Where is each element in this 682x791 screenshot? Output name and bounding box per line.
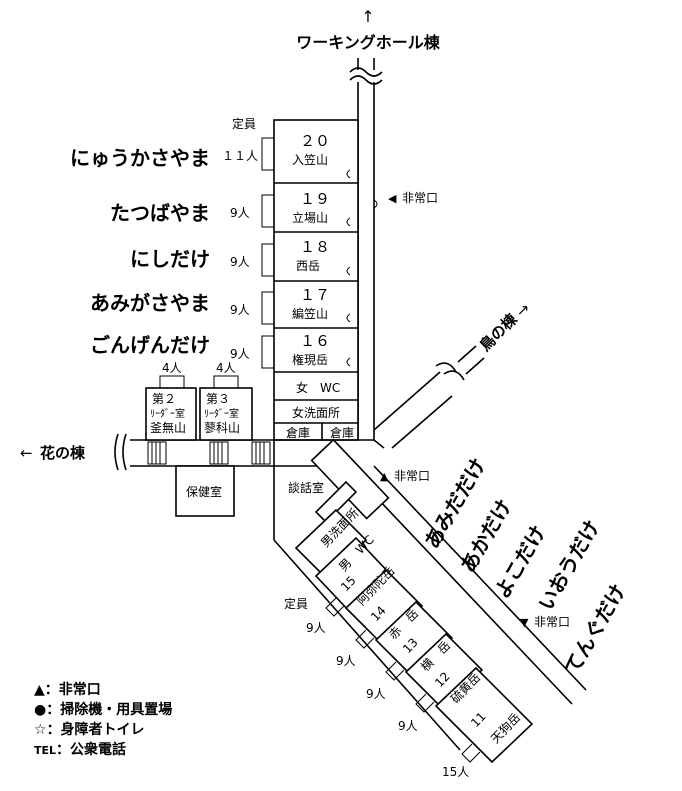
group-19: たつばやま (110, 201, 210, 225)
bird-wing-arrow: → (512, 299, 534, 321)
storage-1: 倉庫 (286, 425, 310, 440)
diagonal-corridor (359, 465, 587, 705)
room-17-capacity: 9人 (230, 303, 250, 317)
room-18-capacity: 9人 (230, 255, 250, 269)
legend-accessible-toilet: ☆：身障者トイレ (34, 722, 145, 738)
group-11: てんぐだけ (560, 580, 631, 679)
room-19-number: １９ (300, 190, 330, 208)
exit-label-3: 非常口 (534, 615, 570, 629)
room-16-name: 権現岳 (292, 352, 328, 367)
leader-3-name: 蓼科山 (204, 421, 240, 435)
dot-icon: ● (34, 702, 47, 718)
room-17-name: 編笠山 (292, 306, 328, 321)
exit-label-1: 非常口 (402, 191, 438, 205)
leader-2-name: 釜無山 (150, 420, 186, 435)
women-wc: 女 WC (296, 380, 340, 395)
exit-label-2: 非常口 (394, 469, 430, 483)
capacity-header-bottom: 定員 (284, 596, 308, 611)
storage-2: 倉庫 (330, 425, 354, 440)
room-20-number: ２０ (300, 132, 330, 150)
room-17-number: １７ (300, 286, 330, 304)
room-14-capacity: 9人 (306, 621, 326, 635)
bird-wing-label: 鳥の棟 (476, 310, 521, 355)
legend: ▲：非常口 ●：掃除機・用具置場 ☆：身障者トイレ TEL：公衆電話 (34, 680, 172, 761)
group-20: にゅうかさやま (70, 146, 210, 170)
diagonal-room-blocks (294, 480, 534, 764)
room-18-number: １８ (300, 238, 330, 256)
women-wash: 女洗面所 (292, 405, 340, 420)
leader-rooms (145, 375, 253, 441)
leader-3-type: ﾘｰﾀﾞｰ室 (204, 407, 239, 420)
room-20-capacity: １１人 (222, 149, 258, 163)
room-18-name: 西岳 (296, 259, 320, 273)
room-20-name: 入笠山 (292, 152, 328, 167)
star-icon: ☆ (34, 722, 47, 738)
bird-corridor (373, 345, 485, 449)
leader-2-capacity: 4人 (162, 361, 182, 375)
triangle-icon: ▲ (34, 682, 45, 698)
room-19-name: 立場山 (292, 210, 328, 225)
room-15-capacity: 15人 (442, 765, 469, 779)
working-hall-label: ワーキングホール棟 (296, 33, 441, 52)
flower-wing-text: 花の棟 (40, 444, 86, 462)
group-16: ごんげんだけ (90, 333, 210, 357)
leader-3-capacity: 4人 (216, 361, 236, 375)
legend-exit: ▲：非常口 (34, 682, 101, 698)
legend-cleaning: ●：掃除機・用具置場 (34, 702, 173, 718)
group-18: にしだけ (130, 247, 210, 271)
legend-phone: TEL：公衆電話 (34, 742, 127, 758)
room-12-capacity: 9人 (366, 687, 386, 701)
up-arrow: ↑ (361, 7, 374, 26)
leader-3-number: 第３ (206, 392, 230, 406)
room-11-capacity: 9人 (398, 719, 418, 733)
room-19-capacity: 9人 (230, 206, 250, 220)
health-room-label: 保健室 (186, 484, 222, 499)
leader-2-type: ﾘｰﾀﾞｰ室 (150, 407, 185, 420)
capacity-header-top: 定員 (232, 116, 256, 131)
group-17: あみがさやま (90, 291, 210, 315)
exit-marker-3: ▼ (520, 616, 529, 629)
room-16-number: １６ (300, 332, 330, 350)
exit-marker-1: ◀ (388, 192, 397, 205)
lounge-label: 談話室 (288, 480, 324, 495)
leader-2-number: 第２ (152, 392, 176, 406)
tel-icon: TEL (34, 744, 57, 757)
room-13-capacity: 9人 (336, 654, 356, 668)
flower-wing-label: ← (20, 444, 33, 462)
room-16-capacity: 9人 (230, 347, 250, 361)
health-room (175, 465, 235, 517)
